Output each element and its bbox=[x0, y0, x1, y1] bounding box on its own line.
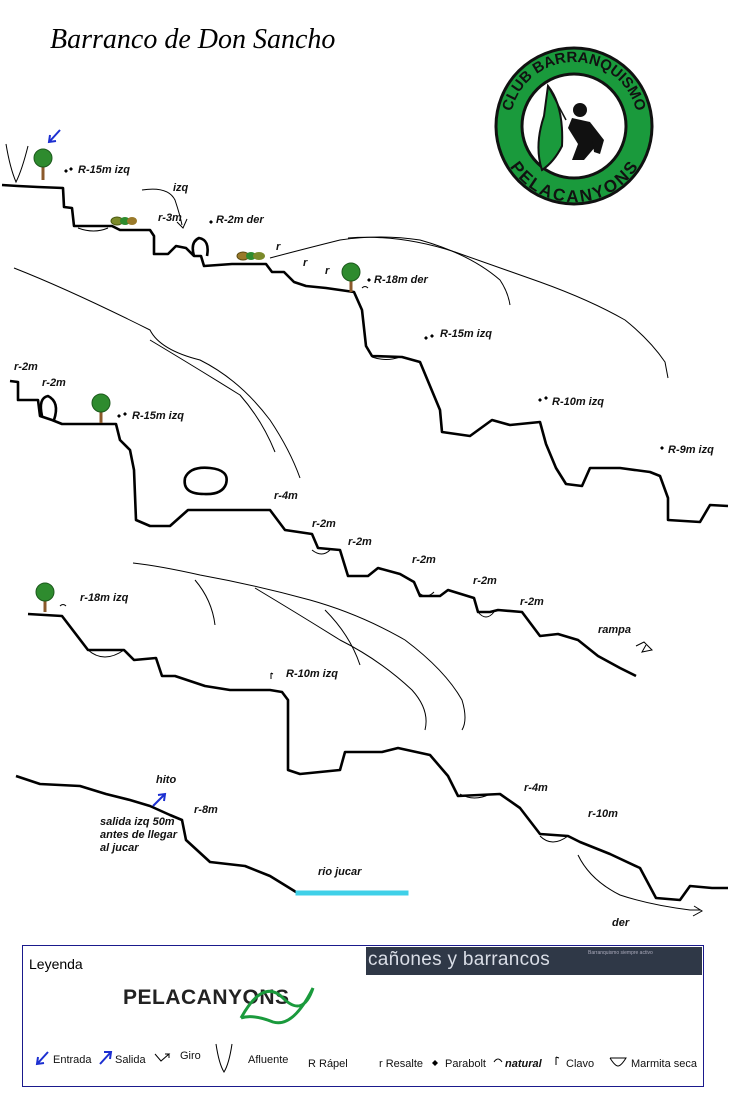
label-r9-izq: R-9m izq bbox=[668, 444, 714, 456]
label-r3: r-3m bbox=[158, 212, 182, 224]
parabolt-icon bbox=[64, 167, 73, 173]
legend-parabolt: Parabolt bbox=[445, 1058, 486, 1070]
legend-clavo: Clavo bbox=[566, 1058, 595, 1070]
legend-title: Leyenda bbox=[29, 956, 83, 972]
natural-icon bbox=[59, 604, 67, 607]
label-rampa: rampa bbox=[598, 624, 632, 636]
tree-icon bbox=[35, 582, 55, 612]
label-r-b: r bbox=[303, 257, 308, 269]
profile-section-2 bbox=[9, 379, 637, 678]
marmita-icon bbox=[609, 1057, 627, 1067]
label-r2-c: r-2m bbox=[412, 554, 436, 566]
label-hito: hito bbox=[156, 774, 177, 786]
tributary-lines bbox=[5, 143, 703, 917]
legend-giro: Giro bbox=[180, 1050, 201, 1062]
label-r18-izq: r-18m izq bbox=[80, 592, 129, 604]
legend-resalte: r Resalte bbox=[379, 1058, 424, 1070]
trees bbox=[33, 148, 361, 612]
label-r2-b: r-2m bbox=[348, 536, 372, 548]
label-r10-izq-2: R-10m izq bbox=[286, 668, 338, 680]
legend-box: Leyenda cañones y barrancos Barranquismo… bbox=[22, 945, 704, 1087]
parabolt-icon bbox=[209, 220, 213, 224]
parabolt-icon bbox=[538, 396, 548, 402]
label-r2-e: r-2m bbox=[520, 596, 544, 608]
label-rio-jucar: rio jucar bbox=[318, 866, 362, 878]
legend-logo: PELACANYONS bbox=[123, 986, 290, 1009]
label-r-c: r bbox=[325, 265, 330, 277]
legend-entrada: Entrada bbox=[53, 1054, 92, 1066]
label-salida-note: salida izq 50m antes de llegar al jucar bbox=[100, 816, 178, 854]
banner: cañones y barrancos Barranquismo siempre… bbox=[366, 947, 702, 975]
tree-icon bbox=[91, 393, 111, 423]
climber-icon bbox=[537, 83, 564, 172]
label-r2-second: r-2m bbox=[42, 377, 66, 389]
legend-afluente: Afluente bbox=[248, 1054, 289, 1066]
label-r15-izq-2: R-15m izq bbox=[440, 328, 492, 340]
anchor-markers bbox=[59, 167, 664, 679]
salida-icon bbox=[99, 1051, 113, 1065]
label-r2-a: r-2m bbox=[312, 518, 336, 530]
profile-section-1 bbox=[1, 183, 729, 524]
parabolt-icon bbox=[117, 412, 127, 418]
label-r4: r-4m bbox=[274, 490, 298, 502]
clavo-icon bbox=[555, 1056, 560, 1065]
afluente-icon bbox=[215, 1043, 233, 1073]
legend-rapel: R Rápel bbox=[308, 1058, 348, 1070]
loop-2 bbox=[39, 394, 58, 421]
banner-small-text: Barranquismo siempre activo bbox=[588, 950, 653, 956]
bush-icon bbox=[110, 216, 137, 226]
club-logo: CLUB BARRANQUISMO PELACANYONS bbox=[494, 46, 654, 206]
label-r15-izq: R-15m izq bbox=[78, 164, 130, 176]
label-r8: r-8m bbox=[194, 804, 218, 816]
legend-natural: natural bbox=[505, 1058, 542, 1070]
parabolt-icon bbox=[660, 446, 664, 450]
label-der: der bbox=[612, 917, 630, 929]
label-r10-izq: R-10m izq bbox=[552, 396, 604, 408]
bush-icon bbox=[236, 251, 265, 261]
legend-salida: Salida bbox=[115, 1054, 146, 1066]
tree-icon bbox=[33, 148, 53, 180]
entrada-arrow-icon bbox=[47, 129, 61, 144]
rio-jucar-water bbox=[295, 890, 409, 896]
label-r10: r-10m bbox=[588, 808, 618, 820]
tree-icon bbox=[341, 262, 361, 292]
label-r15-izq-3: R-15m izq bbox=[132, 410, 184, 422]
natural-icon bbox=[493, 1058, 503, 1063]
label-r4-2: r-4m bbox=[524, 782, 548, 794]
clavo-icon bbox=[270, 672, 274, 679]
giro-icon bbox=[154, 1053, 171, 1062]
giro-icon bbox=[635, 641, 654, 653]
label-r18-der: R-18m der bbox=[374, 274, 428, 286]
natural-icon bbox=[361, 286, 369, 289]
salida-arrow-icon bbox=[152, 792, 167, 807]
profile-section-3 bbox=[27, 612, 728, 902]
legend-logo-swirl bbox=[239, 987, 315, 1025]
banner-text: cañones y barrancos bbox=[368, 949, 551, 970]
parabolt-icon bbox=[432, 1060, 438, 1066]
legend-marmita: Marmita seca bbox=[631, 1058, 698, 1070]
label-r2-top: r-2m bbox=[14, 361, 38, 373]
entrada-icon bbox=[35, 1051, 49, 1066]
marmitas bbox=[77, 227, 569, 843]
label-r2-d: r-2m bbox=[473, 575, 497, 587]
label-izq: izq bbox=[173, 182, 189, 194]
parabolt-icon bbox=[367, 278, 371, 282]
page-title: Barranco de Don Sancho bbox=[50, 24, 336, 55]
parabolt-icon bbox=[424, 334, 434, 340]
label-r2-der: R-2m der bbox=[216, 214, 264, 226]
label-r-a: r bbox=[276, 241, 281, 253]
canyon-profile bbox=[1, 183, 729, 902]
arrows bbox=[47, 129, 654, 807]
pothole-ring bbox=[183, 466, 228, 496]
loop-1 bbox=[191, 236, 209, 257]
